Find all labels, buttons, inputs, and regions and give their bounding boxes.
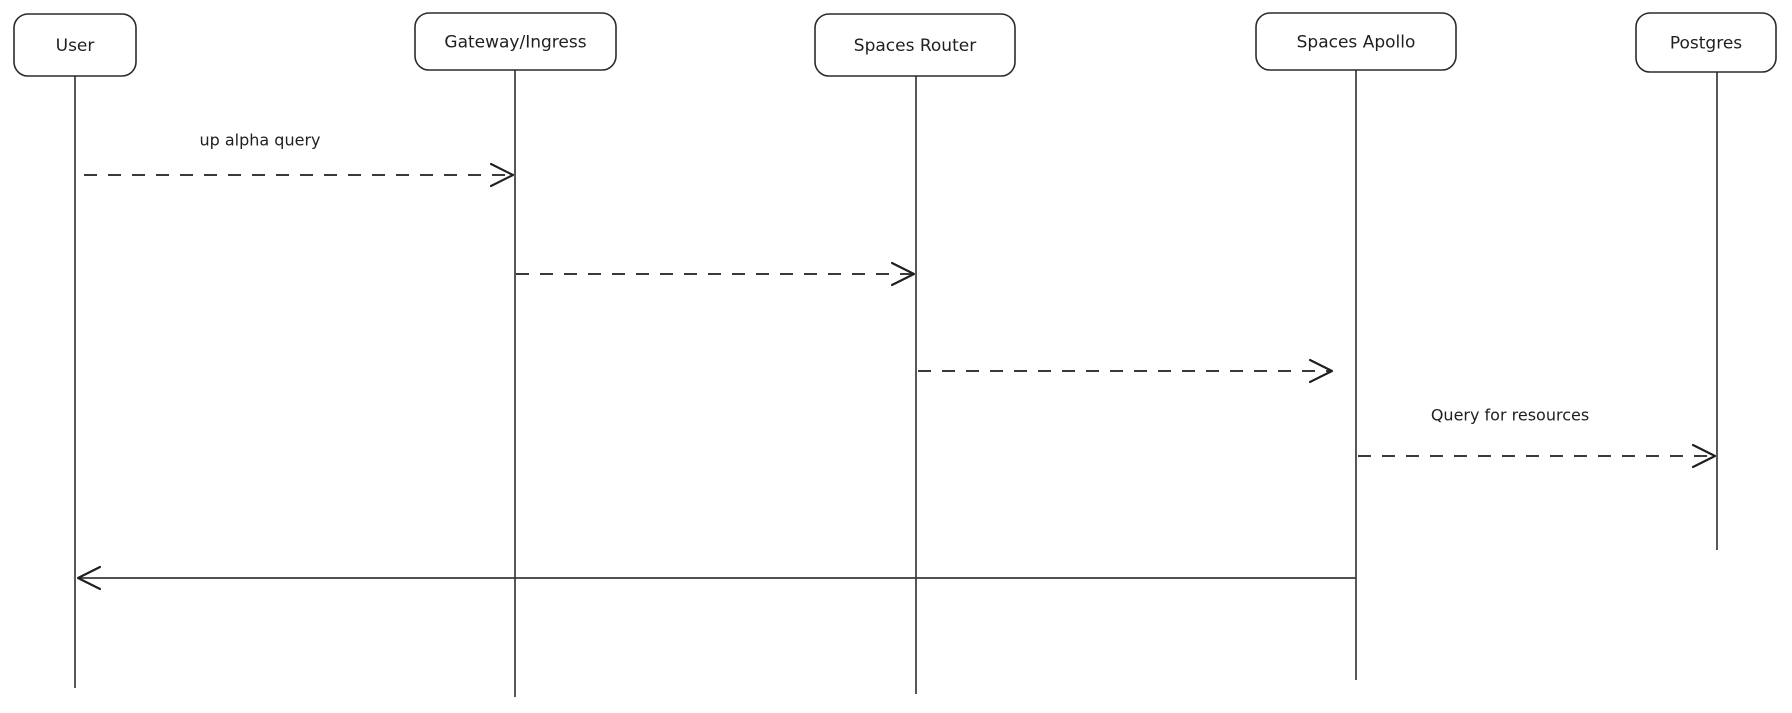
lifelines-layer bbox=[74, 70, 1718, 697]
arrow-head-m4 bbox=[1691, 443, 1717, 469]
participant-box-gateway[interactable] bbox=[414, 12, 617, 71]
participant-user[interactable]: User bbox=[13, 13, 137, 77]
participant-label-gateway: Gateway/Ingress bbox=[444, 33, 586, 53]
message-label-m4: Query for resources bbox=[1431, 406, 1589, 425]
participant-box-user[interactable] bbox=[13, 13, 137, 77]
participant-label-postgres: Postgres bbox=[1670, 34, 1742, 54]
participant-label-user: User bbox=[56, 36, 95, 56]
participant-router[interactable]: Spaces Router bbox=[814, 13, 1016, 77]
message-m3[interactable] bbox=[918, 358, 1334, 384]
participants-layer: User Gateway/Ingress Spaces Router Spaces A… bbox=[13, 12, 1777, 77]
arrow-head-m1 bbox=[489, 162, 515, 188]
participant-label-apollo: Spaces Apollo bbox=[1297, 33, 1416, 53]
participant-gateway[interactable]: Gateway/Ingress bbox=[414, 12, 617, 71]
message-m4[interactable]: Query for resources bbox=[1358, 406, 1717, 469]
participant-apollo[interactable]: Spaces Apollo bbox=[1255, 12, 1457, 71]
participant-box-router[interactable] bbox=[814, 13, 1016, 77]
message-m2[interactable] bbox=[516, 261, 916, 287]
participant-box-apollo[interactable] bbox=[1255, 12, 1457, 71]
participant-label-router: Spaces Router bbox=[854, 36, 976, 56]
arrow-head-m3 bbox=[1308, 358, 1334, 384]
message-m5[interactable] bbox=[76, 565, 1356, 591]
message-label-m1: up alpha query bbox=[199, 131, 320, 150]
message-m1[interactable]: up alpha query bbox=[84, 131, 515, 188]
participant-box-postgres[interactable] bbox=[1635, 12, 1777, 73]
participant-postgres[interactable]: Postgres bbox=[1635, 12, 1777, 73]
arrow-head-m5 bbox=[76, 565, 102, 591]
arrow-head-m2 bbox=[890, 261, 916, 287]
